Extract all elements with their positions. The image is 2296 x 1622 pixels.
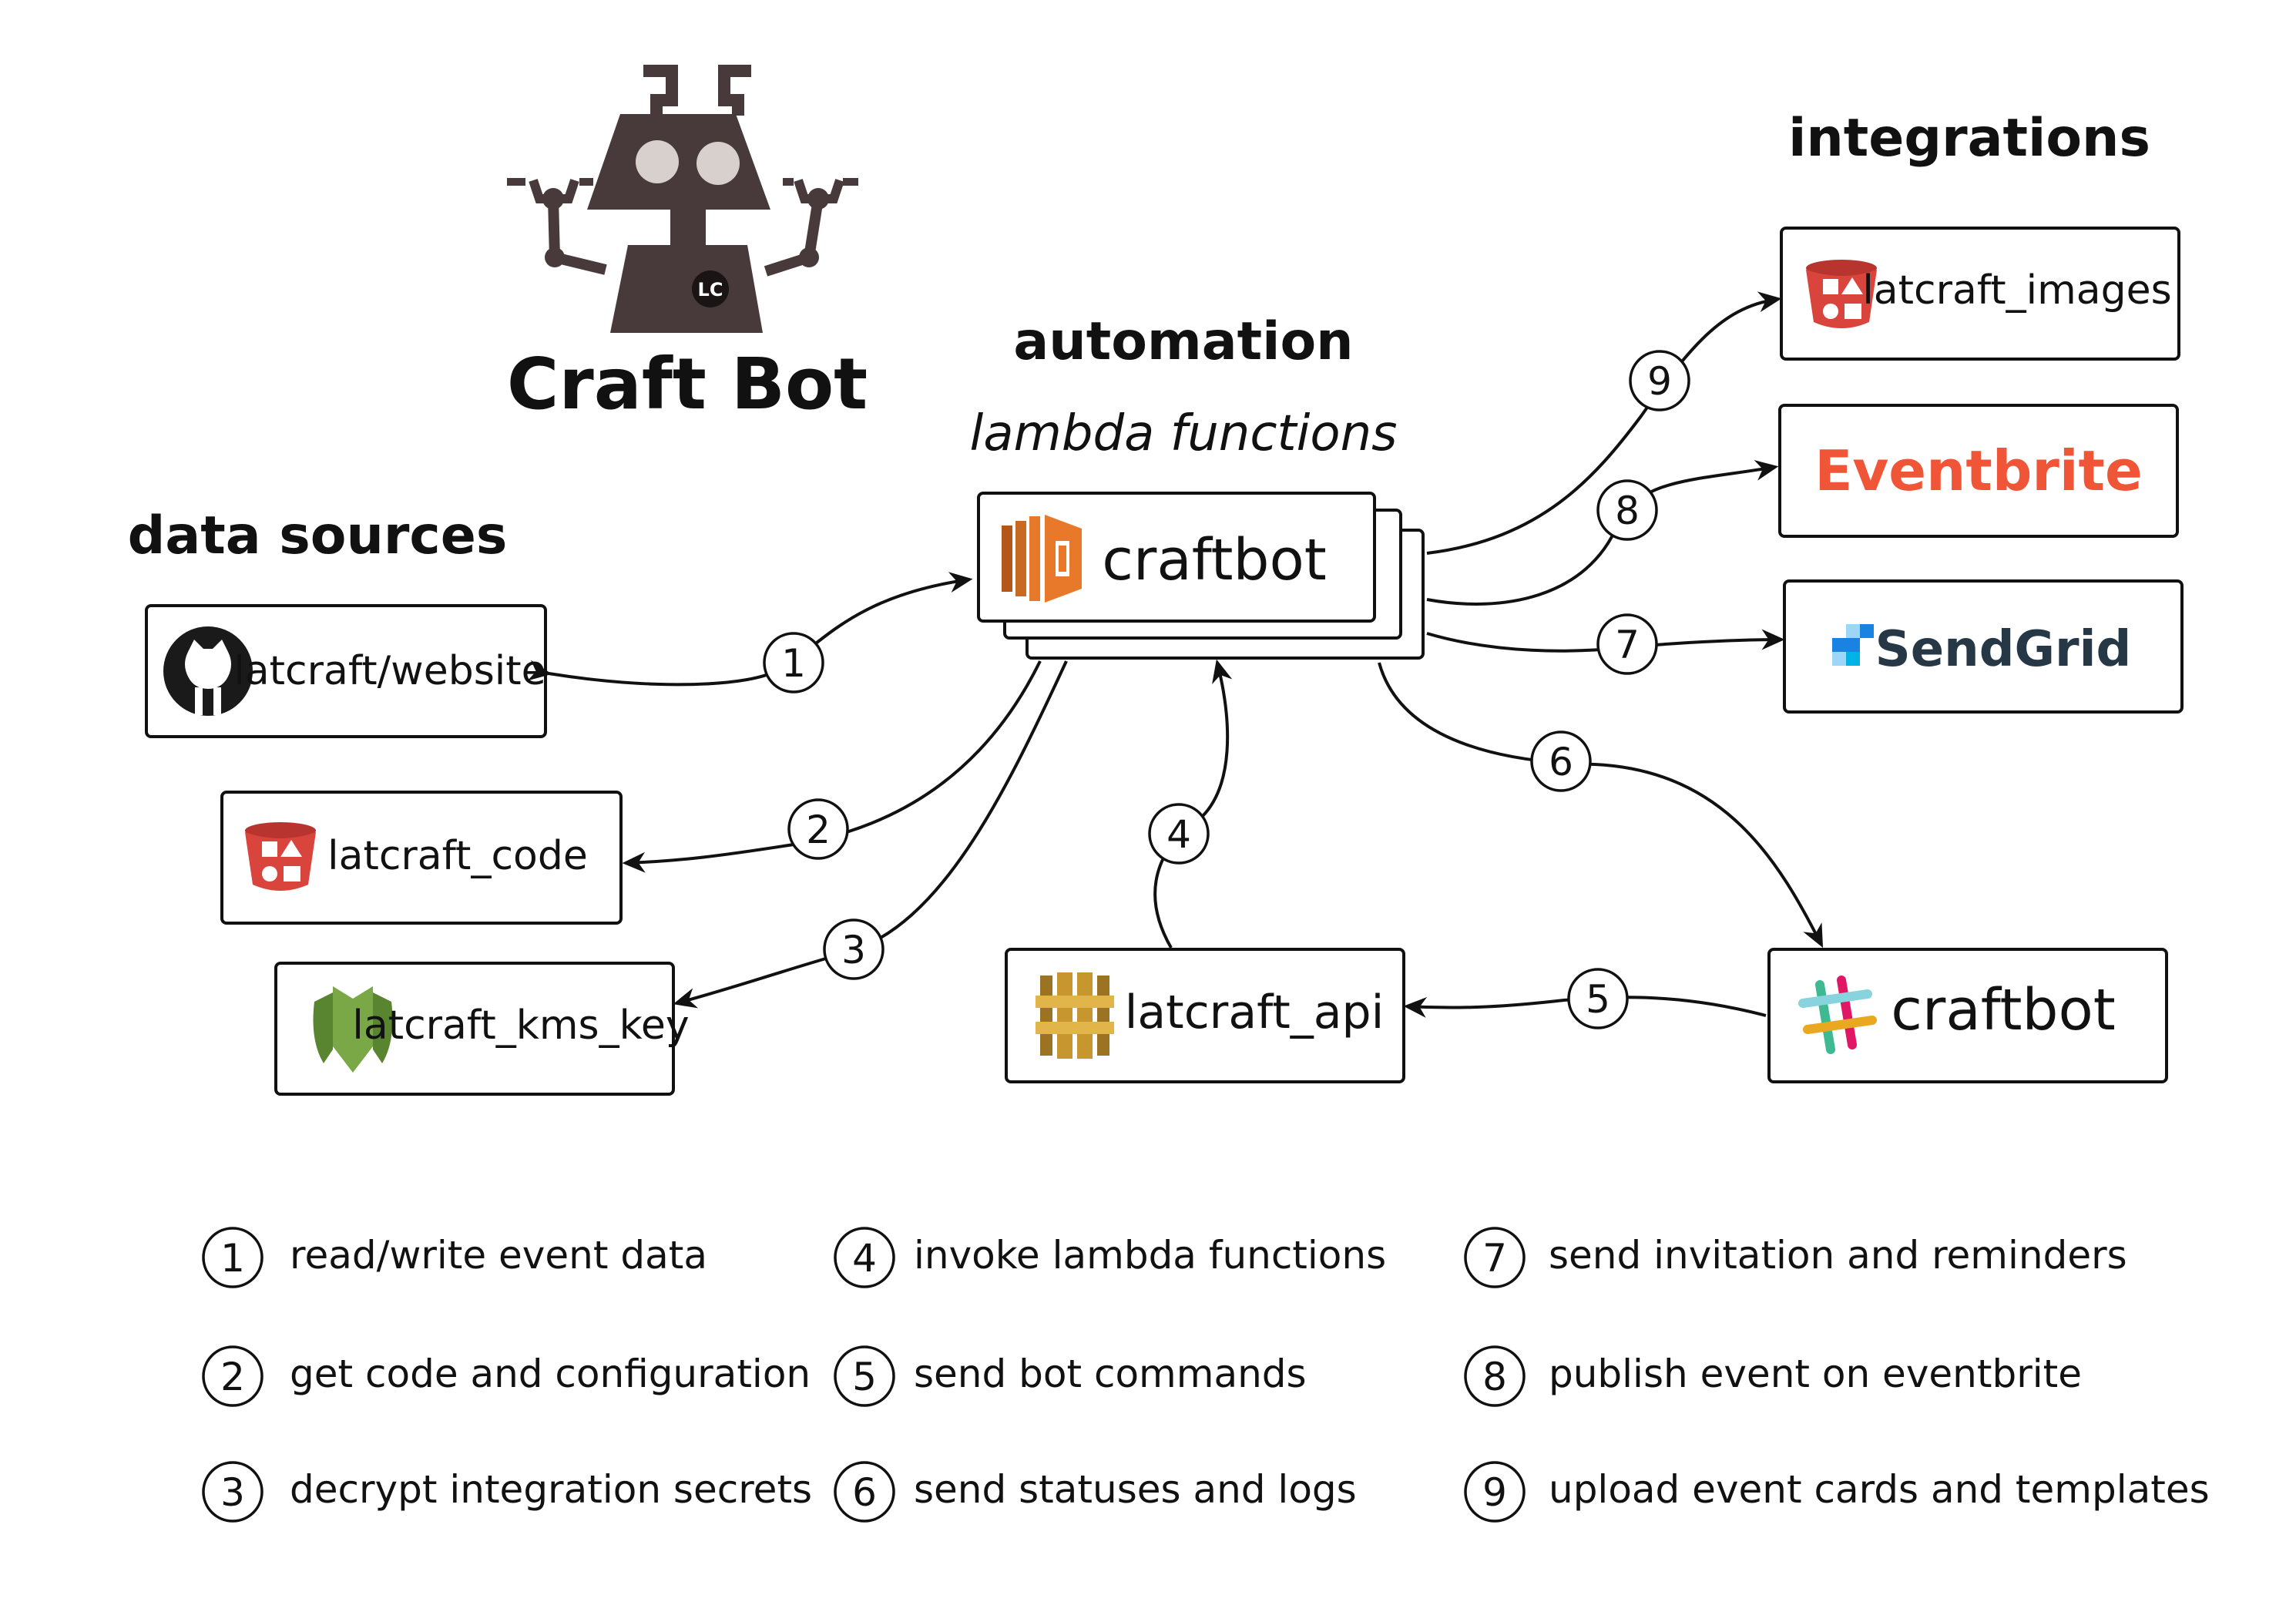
api-gateway-icon xyxy=(1036,972,1114,1059)
svg-text:3: 3 xyxy=(841,928,866,972)
legend-text: send bot commands xyxy=(914,1352,1307,1396)
automation-heading: automation xyxy=(1013,311,1353,372)
legend-item-5: 5 send bot commands xyxy=(834,1345,1307,1407)
svg-text:9: 9 xyxy=(1647,359,1672,404)
s3-bucket-icon xyxy=(245,822,316,891)
svg-text:4: 4 xyxy=(1166,812,1191,857)
legend-text: send statuses and logs xyxy=(914,1467,1357,1512)
legend-item-8: 8 publish event on eventbrite xyxy=(1464,1345,2082,1407)
automation-craftbot-node[interactable]: craftbot xyxy=(977,492,1425,660)
svg-text:1: 1 xyxy=(220,1236,245,1281)
data-sources-heading: data sources xyxy=(128,505,508,566)
svg-text:3: 3 xyxy=(220,1470,245,1515)
svg-text:2: 2 xyxy=(220,1355,245,1399)
data-source-website-node[interactable]: latcraft/website xyxy=(145,604,547,738)
connector-4 xyxy=(1153,659,1233,949)
svg-text:1: 1 xyxy=(781,641,806,686)
svg-text:7: 7 xyxy=(1615,623,1640,667)
slack-icon xyxy=(1798,976,1877,1054)
legend-text: upload event cards and templates xyxy=(1549,1467,2210,1512)
step-badge-3: 3 xyxy=(823,918,884,980)
legend-item-9: 9 upload event cards and templates xyxy=(1464,1461,2210,1523)
integration-images-node[interactable]: latcraft_images xyxy=(1780,227,2180,361)
step-badge-5: 5 xyxy=(1567,968,1629,1029)
legend-item-4: 4 invoke lambda functions xyxy=(834,1227,1386,1288)
step-badge-9: 9 xyxy=(1629,350,1690,411)
integration-images-label: latcraft_images xyxy=(1862,267,2171,314)
integration-slack-label: craftbot xyxy=(1891,977,2115,1043)
data-source-kms-node[interactable]: latcraft_kms_key xyxy=(274,962,690,1096)
integration-sendgrid-node[interactable]: SendGrid xyxy=(1783,579,2184,714)
data-source-code-node[interactable]: latcraft_code xyxy=(220,791,623,925)
kms-shield-icon xyxy=(313,986,393,1073)
connector-6 xyxy=(1378,662,1824,949)
automation-subheading: lambda functions xyxy=(970,405,1398,462)
step-badge-7: 7 xyxy=(1596,613,1658,675)
connector-5 xyxy=(1403,996,1767,1018)
craft-bot-title: Craft Bot xyxy=(507,343,868,425)
legend: 1 read/write event data 2 get code and c… xyxy=(202,1227,2210,1523)
step-badge-2: 2 xyxy=(787,798,849,860)
sendgrid-icon xyxy=(1832,624,1874,666)
svg-text:5: 5 xyxy=(852,1355,877,1399)
legend-item-3: 3 decrypt integration secrets xyxy=(202,1461,812,1523)
svg-text:6: 6 xyxy=(1549,740,1573,784)
legend-item-1: 1 read/write event data xyxy=(202,1227,707,1288)
svg-text:7: 7 xyxy=(1482,1236,1507,1281)
legend-item-7: 7 send invitation and reminders xyxy=(1464,1227,2127,1288)
legend-text: get code and configuration xyxy=(290,1352,811,1396)
svg-text:8: 8 xyxy=(1482,1355,1507,1399)
step-badge-1: 1 xyxy=(763,632,824,693)
legend-text: send invitation and reminders xyxy=(1549,1233,2127,1278)
legend-text: invoke lambda functions xyxy=(914,1233,1386,1278)
svg-text:9: 9 xyxy=(1482,1470,1507,1515)
eventbrite-logo-text: Eventbrite xyxy=(1814,438,2143,503)
aws-lambda-icon xyxy=(1002,515,1082,603)
integrations-heading: integrations xyxy=(1788,108,2150,169)
legend-text: publish event on eventbrite xyxy=(1549,1352,2082,1396)
step-badge-4: 4 xyxy=(1148,803,1210,865)
api-node[interactable]: latcraft_api xyxy=(1005,948,1405,1083)
data-source-website-label: latcraft/website xyxy=(233,648,545,694)
github-icon xyxy=(163,626,253,716)
svg-text:6: 6 xyxy=(852,1470,877,1515)
legend-item-6: 6 send statuses and logs xyxy=(834,1461,1357,1523)
automation-craftbot-label: craftbot xyxy=(1102,527,1326,593)
s3-bucket-icon xyxy=(1806,260,1877,328)
integration-slack-node[interactable]: craftbot xyxy=(1767,948,2168,1083)
connector-1 xyxy=(527,572,973,687)
legend-text: read/write event data xyxy=(290,1233,707,1278)
legend-text: decrypt integration secrets xyxy=(290,1467,812,1512)
connector-8 xyxy=(1426,460,1779,606)
robot-icon: LC xyxy=(507,65,858,333)
step-badge-8: 8 xyxy=(1596,479,1658,541)
svg-text:4: 4 xyxy=(852,1236,877,1281)
data-source-code-label: latcraft_code xyxy=(327,833,588,879)
sendgrid-logo-text: SendGrid xyxy=(1875,621,2132,678)
connector-9 xyxy=(1426,291,1782,555)
step-badge-6: 6 xyxy=(1530,730,1592,792)
lc-badge: LC xyxy=(698,279,723,301)
svg-text:8: 8 xyxy=(1615,489,1640,533)
craft-bot-logo: LC Craft Bot xyxy=(507,65,868,425)
data-source-kms-label: latcraft_kms_key xyxy=(352,1002,689,1049)
svg-text:2: 2 xyxy=(806,808,831,852)
integration-eventbrite-node[interactable]: Eventbrite xyxy=(1778,404,2179,538)
api-label: latcraft_api xyxy=(1125,986,1385,1039)
legend-item-2: 2 get code and configuration xyxy=(202,1345,811,1407)
svg-text:5: 5 xyxy=(1586,977,1610,1022)
